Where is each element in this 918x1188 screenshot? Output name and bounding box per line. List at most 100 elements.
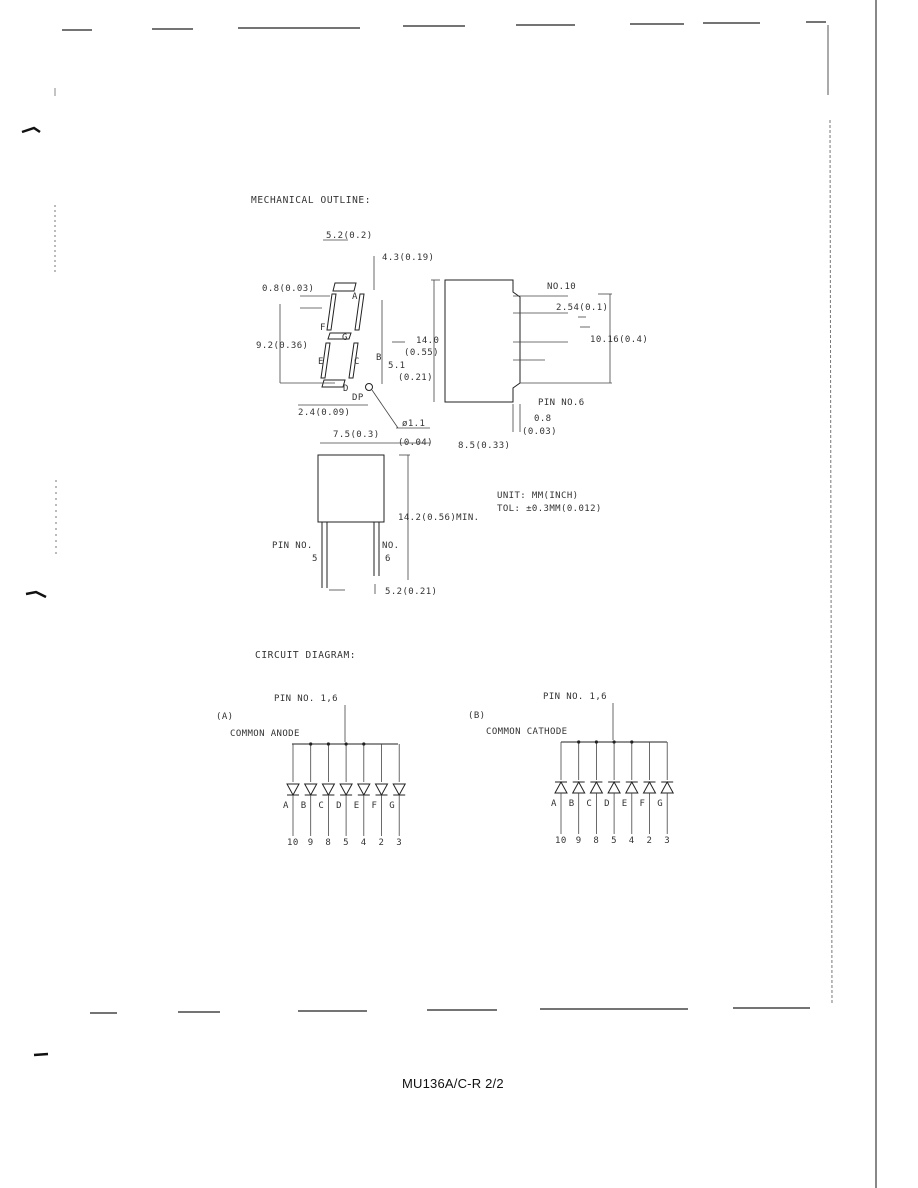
dim-dp-dia: ø1.1 bbox=[402, 419, 425, 429]
cathode-tag: (B) bbox=[468, 711, 485, 721]
dim-body-height-in: (0.55) bbox=[404, 348, 439, 358]
common-anode-diagram: PIN NO. 1,6 (A) COMMON ANODE A10B9C8D5E4… bbox=[216, 694, 407, 848]
anode-segment-label: C bbox=[318, 801, 324, 811]
cathode-title: COMMON CATHODE bbox=[486, 727, 567, 737]
anode-diode-b bbox=[303, 783, 318, 797]
anode-pin-number: 9 bbox=[308, 838, 314, 848]
dim-left-small: 0.8(0.03) bbox=[262, 284, 314, 294]
pin6-label: NO. bbox=[382, 541, 399, 551]
anode-pin-number: 4 bbox=[361, 838, 367, 848]
dim-lead-length: 14.2(0.56)MIN. bbox=[398, 513, 479, 523]
seg-label-b: B bbox=[376, 353, 382, 363]
cathode-diode-d bbox=[607, 780, 621, 794]
cathode-column-a: A 10 bbox=[551, 742, 568, 846]
cathode-diode-b bbox=[571, 780, 586, 794]
anode-column-g: G3 bbox=[389, 744, 407, 848]
cathode-pin-label: PIN NO. 1,6 bbox=[543, 692, 607, 702]
seg-label-f: F bbox=[320, 323, 326, 333]
dim-width-front: 7.5(0.3) bbox=[333, 430, 380, 440]
dim-height-left: 9.2(0.36) bbox=[256, 341, 308, 351]
anode-tag: (A) bbox=[216, 712, 233, 722]
anode-pin-number: 10 bbox=[287, 838, 299, 848]
anode-segment-label: B bbox=[301, 801, 307, 811]
document-id: MU136A/C-R 2/2 bbox=[402, 1076, 504, 1091]
seg-label-a: A bbox=[352, 292, 358, 302]
anode-column-f: F2 bbox=[372, 744, 389, 848]
cathode-diode-f bbox=[642, 780, 657, 794]
dim-seg-height-in: (0.21) bbox=[398, 373, 433, 383]
cathode-diode-c bbox=[589, 780, 604, 794]
cathode-pin-number: 9 bbox=[576, 836, 582, 846]
anode-diode-g bbox=[392, 783, 407, 797]
cathode-diode-e bbox=[624, 780, 639, 794]
seg-label-d: D bbox=[343, 384, 349, 394]
anode-segment-label: A bbox=[283, 801, 289, 811]
dp-label: DP bbox=[352, 393, 364, 403]
cathode-segment-label: B bbox=[569, 799, 575, 809]
cathode-segment-label: D bbox=[604, 799, 610, 809]
anode-segment-label: F bbox=[372, 801, 378, 811]
pin5-label: PIN NO. bbox=[272, 541, 313, 551]
anode-column-c: C8 bbox=[318, 742, 336, 848]
anode-title: COMMON ANODE bbox=[230, 729, 300, 739]
anode-column-d: D5 bbox=[336, 742, 353, 848]
cathode-segment-label: C bbox=[586, 799, 592, 809]
pin5-num: 5 bbox=[312, 554, 318, 564]
cathode-column-g: G3 bbox=[657, 742, 675, 846]
cathode-pin-number: 4 bbox=[629, 836, 635, 846]
cathode-pin-number: 5 bbox=[611, 836, 617, 846]
anode-diode-f bbox=[374, 783, 389, 797]
seg-label-g: G bbox=[342, 333, 348, 343]
cathode-pin-number: 10 bbox=[555, 836, 567, 846]
cathode-diode-g bbox=[660, 780, 675, 794]
anode-diode-d bbox=[339, 783, 353, 797]
cathode-column-b: B9 bbox=[569, 740, 586, 846]
anode-pin-label: PIN NO. 1,6 bbox=[274, 694, 338, 704]
page-frame bbox=[21, 0, 877, 1188]
pin10-label: NO.10 bbox=[547, 282, 576, 292]
anode-segment-label: G bbox=[389, 801, 395, 811]
anode-segment-label: D bbox=[336, 801, 342, 811]
dim-lead-span: 5.2(0.21) bbox=[385, 587, 437, 597]
cathode-column-d: D5 bbox=[604, 740, 621, 846]
dim-pin-thick: 0.8 bbox=[534, 414, 551, 424]
side-view: NO.10 2.54(0.1) 10.16(0.4) PIN NO.6 0.8 … bbox=[431, 279, 648, 451]
anode-pin-number: 2 bbox=[379, 838, 385, 848]
cathode-segment-label: E bbox=[622, 799, 628, 809]
pin6-side-label: PIN NO.6 bbox=[538, 398, 585, 408]
dim-dp-offset: 2.4(0.09) bbox=[298, 408, 350, 418]
anode-column-a: A 10 bbox=[283, 744, 300, 848]
dim-top-width: 5.2(0.2) bbox=[326, 231, 373, 241]
dim-side-width: 8.5(0.33) bbox=[458, 441, 510, 451]
units-note: UNIT: MM(INCH) bbox=[497, 491, 578, 501]
cathode-segment-label: G bbox=[657, 799, 663, 809]
cathode-column-e: E4 bbox=[622, 740, 639, 846]
anode-column-e: E4 bbox=[354, 742, 371, 848]
pin6-num: 6 bbox=[385, 554, 391, 564]
anode-segment-label: E bbox=[354, 801, 360, 811]
dim-top-right: 4.3(0.19) bbox=[382, 253, 434, 263]
cathode-segment-label: F bbox=[640, 799, 646, 809]
bottom-view: 7.5(0.3) 14.2(0.56)MIN. PIN NO. 5 NO. 6 … bbox=[272, 430, 479, 597]
dim-pin-thick-in: (0.03) bbox=[522, 427, 557, 437]
cathode-column-f: F2 bbox=[640, 742, 657, 846]
anode-pin-number: 8 bbox=[325, 838, 331, 848]
dim-seg-height: 5.1 bbox=[388, 361, 405, 371]
front-view: 5.2(0.2) 4.3(0.19) A B D F G E C 0.8(0.0… bbox=[256, 231, 439, 448]
tolerance-note: TOL: ±0.3MM(0.012) bbox=[497, 504, 602, 514]
seg-label-c: C bbox=[354, 357, 360, 367]
anode-pin-number: 3 bbox=[396, 838, 402, 848]
cathode-column-c: C8 bbox=[586, 740, 604, 846]
common-cathode-diagram: PIN NO. 1,6 (B) COMMON CATHODE A10B9C8D5… bbox=[468, 692, 675, 846]
cathode-segment-label: A bbox=[551, 799, 557, 809]
circuit-diagram-heading: CIRCUIT DIAGRAM: bbox=[255, 650, 356, 661]
anode-column-b: B9 bbox=[301, 742, 318, 848]
mechanical-outline-heading: MECHANICAL OUTLINE: bbox=[251, 195, 371, 206]
anode-pin-number: 5 bbox=[343, 838, 349, 848]
cathode-pin-number: 2 bbox=[647, 836, 653, 846]
dim-pin-pitch: 2.54(0.1) bbox=[556, 303, 608, 313]
cathode-diode-a bbox=[554, 780, 568, 794]
